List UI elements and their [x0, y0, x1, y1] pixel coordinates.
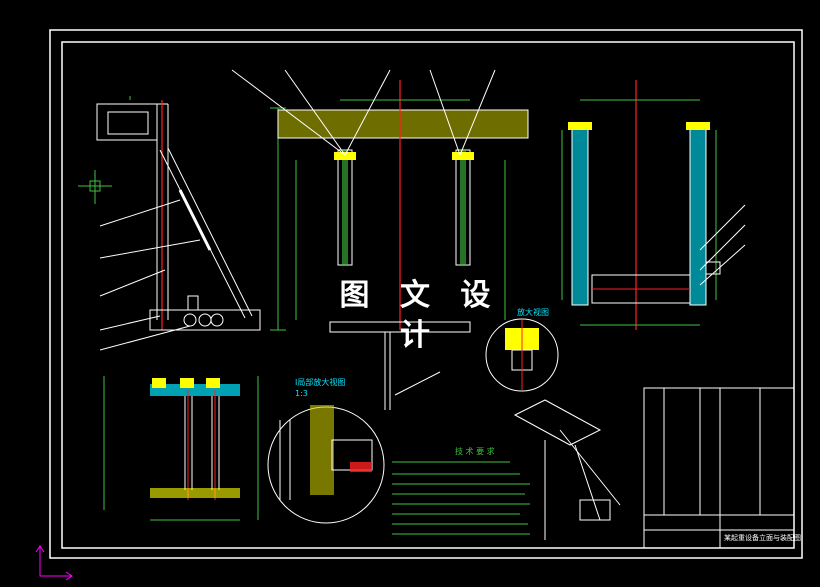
tech-requirements-block — [392, 461, 530, 535]
title-block-name: 某起重设备立面与装配图 — [724, 534, 801, 542]
detail-view-ii — [485, 318, 559, 392]
outer-border — [49, 29, 803, 559]
title-block — [643, 387, 795, 549]
tech-requirements-title: 技 术 要 求 — [455, 447, 495, 456]
right-elevation-view — [561, 80, 746, 330]
inner-border — [61, 41, 795, 549]
watermark-text: 图 文 设 计 — [339, 278, 501, 353]
detail-view-i — [267, 405, 385, 524]
left-elevation-view — [78, 96, 286, 351]
detail-label-i-scale: 1:3 — [295, 389, 308, 398]
isometric-view — [513, 399, 621, 540]
middle-elevation-view — [231, 69, 529, 410]
detail-label-ii: 放大视图 — [517, 308, 549, 317]
lower-left-view — [103, 376, 259, 521]
ucs-icon — [35, 545, 73, 581]
detail-label-i: I局部放大视图 — [295, 378, 346, 387]
